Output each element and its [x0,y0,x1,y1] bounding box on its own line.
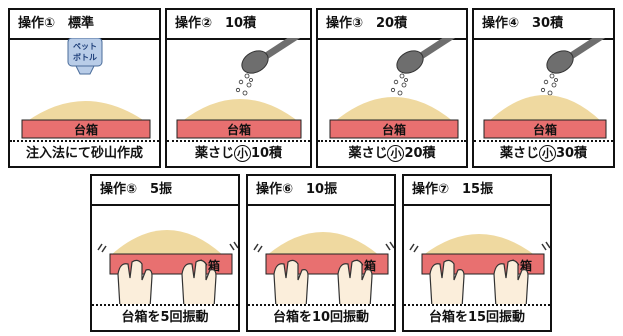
hands-icon [429,259,529,309]
panel-title: 操作⑥ 10振 [248,176,394,206]
panel-illustration: 台箱 [409,234,550,309]
panel-operation-5: 操作⑤ 5振 台箱 台箱を5回振動 [90,174,240,332]
base-box-label: 台箱 [74,122,98,137]
panel-illustration: ペット ボトル 台箱 [21,38,151,139]
panel-footer: 注入法にて砂山作成 [10,140,159,166]
spoon-icon [241,38,301,74]
sand-pile [488,95,602,122]
falling-sand-particles [235,73,253,96]
falling-sand-particles [540,73,558,96]
vibration-marks-icon [253,241,394,253]
base-box-label: 台箱 [227,122,251,137]
panel-title: 操作④ 30積 [474,10,613,40]
panel-illustration: 台箱 [483,38,607,139]
footer-text-pre: 薬さじ [499,146,539,161]
bottle-label-2: ボトル [73,52,97,62]
panel-illustration: 台箱 [176,38,302,139]
bottle-label-1: ペット [73,42,97,51]
sand-pile [266,232,380,256]
base-box-label: 台箱 [382,122,406,137]
panel-footer: 台箱を5回振動 [92,304,238,330]
sand-pile [26,101,146,122]
sand-pile [181,99,299,122]
base-box [176,119,302,139]
footer-text-pre: 薬さじ [348,146,388,161]
panel-operation-7: 操作⑦ 15振 台箱 台箱を15回振動 [402,174,552,332]
base-box [483,119,607,139]
spoon-icon [546,38,606,74]
vibration-marks-icon [409,241,550,253]
panel-title: 操作① 標準 [10,10,159,40]
footer-text-pre: 薬さじ [194,146,234,161]
footer-text-post: 20積 [404,146,436,161]
small-spoon-circle-mark: 小 [538,145,556,162]
base-box-label: 台箱 [533,122,557,137]
panel-illustration: 台箱 [253,232,394,309]
hands-icon [273,259,373,309]
panel-title: 操作⑤ 5振 [92,176,238,206]
base-box [329,119,459,139]
panel-title: 操作③ 20積 [318,10,466,40]
spoon-icon [396,38,456,74]
panel-operation-1: 操作① 標準 ペット ボトル 台箱 注入法にて砂山作成 [8,8,161,168]
pet-bottle-icon: ペット ボトル [67,38,103,75]
vibration-marks-icon [97,241,238,253]
small-spoon-circle-mark: 小 [233,145,251,162]
panel-illustration: 台箱 [329,38,459,139]
small-spoon-circle-mark: 小 [387,145,405,162]
panel-title: 操作⑦ 15振 [404,176,550,206]
sand-pile [110,230,224,256]
sand-pile [422,234,536,256]
panel-operation-6: 操作⑥ 10振 台箱 台箱を10回振動 [246,174,396,332]
footer-text-post: 30積 [555,146,588,161]
panel-footer: 台箱を15回振動 [404,304,550,330]
footer-text-post: 10積 [250,146,283,161]
falling-sand-particles [390,73,408,96]
panel-illustration: 台箱 [97,230,238,309]
base-box [21,119,151,139]
panel-title: 操作② 10積 [167,10,310,40]
sand-pile [334,97,454,122]
hands-icon [117,259,217,309]
panel-footer: 台箱を10回振動 [248,304,394,330]
